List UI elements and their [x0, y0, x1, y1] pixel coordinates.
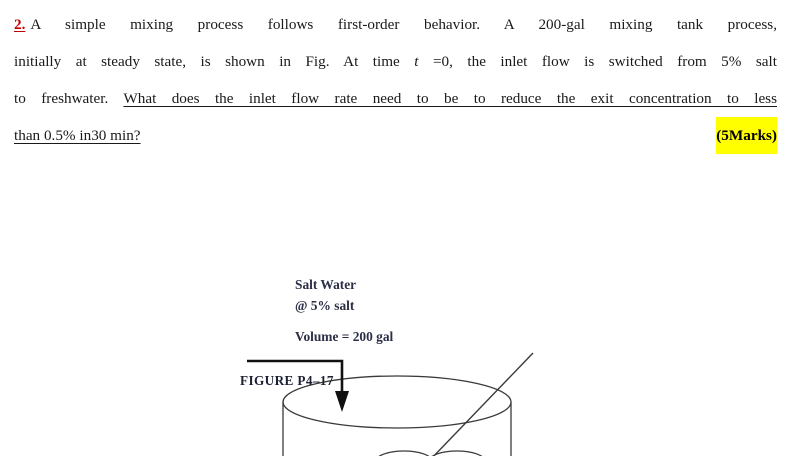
tank-top-rim [282, 375, 512, 429]
time-variable: t [414, 53, 419, 70]
question-line-2-part-b: =0, the inlet flow is switched from 5% s… [418, 53, 777, 70]
impeller-blade-left [378, 450, 430, 456]
question-line-1-text: A simple mixing process follows first-or… [30, 16, 777, 33]
tank-label-volume: Volume = 200 gal [295, 329, 394, 344]
question-line-3-part-a: to freshwater. [14, 90, 124, 107]
tank-label-salt-percent: @ 5% salt [295, 298, 355, 313]
inlet-arrowhead-icon [335, 391, 349, 412]
marks-badge: (5Marks) [716, 117, 777, 154]
question-line-2: initially at steady state, is shown in F… [14, 43, 777, 80]
impeller-blade-right [431, 450, 483, 456]
question-line-4: than 0.5% in30 min? (5Marks) [14, 117, 777, 154]
question-line-2-part-a: initially at steady state, is shown in F… [14, 53, 415, 70]
agitator-shaft [432, 352, 534, 456]
inlet-pipe [247, 359, 344, 393]
question-number: 2. [14, 16, 26, 33]
figure-mixing-tank: Salt Water @ 5% salt Volume = 200 gal FI… [0, 150, 791, 456]
question-text-block: 2.A simple mixing process follows first-… [14, 6, 777, 154]
question-line-4-underlined: than 0.5% in30 min? [14, 127, 141, 144]
question-line-1: 2.A simple mixing process follows first-… [14, 6, 777, 43]
figure-caption: FIGURE P4–17 [240, 373, 334, 388]
tank-label-salt-water: Salt Water [295, 277, 356, 292]
question-line-3: to freshwater. What does the inlet flow … [14, 80, 777, 117]
question-line-3-underlined: What does the inlet flow rate need to be… [123, 90, 778, 107]
